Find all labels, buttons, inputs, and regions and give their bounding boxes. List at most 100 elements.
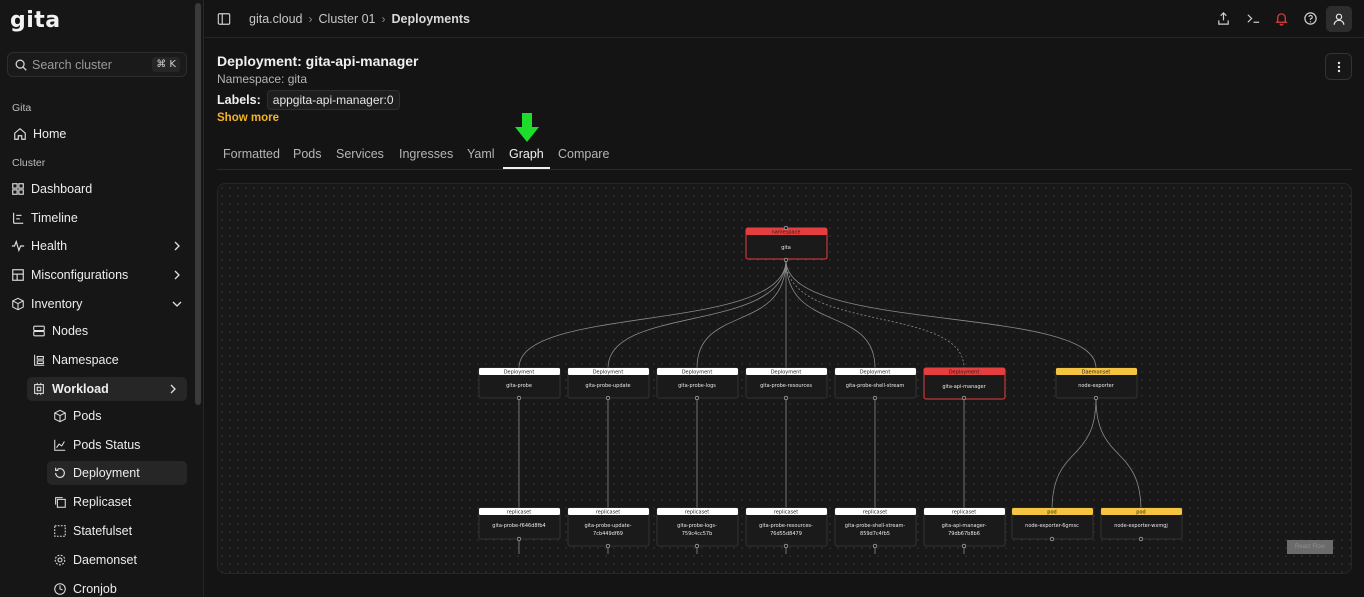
node-kind: replicaset	[507, 510, 531, 516]
node-label: gita-probe-shell-stream	[846, 383, 905, 389]
search-input[interactable]	[32, 57, 150, 72]
sidebar-item-deployment[interactable]: Deployment	[47, 461, 187, 485]
edge-namespace-gita-probe-update	[607, 259, 787, 369]
sidebar-item-label: Replicaset	[73, 495, 132, 509]
node-deployment-gita-probe-shell-stream[interactable]: Deployment gita-probe-shell-stream	[834, 367, 917, 401]
sidebar-item-label: Namespace	[52, 353, 119, 367]
node-replicaset-gita-probe-resources[interactable]: replicaset gita-probe-resources- 76d55d8…	[745, 507, 828, 549]
node-replicaset-gita-probe-logs[interactable]: replicaset gita-probe-logs- 759c4cc57b	[656, 507, 739, 549]
node-deployment-gita-probe-update[interactable]: Deployment gita-probe-update	[567, 367, 650, 401]
node-pod-node-exporter-6gmsc[interactable]: pod node-exporter-6gmsc	[1011, 507, 1094, 542]
chevron-right-icon: ›	[381, 12, 386, 26]
sidebar-item-namespace[interactable]: Namespace	[32, 348, 187, 372]
sidebar-item-health[interactable]: Health	[11, 234, 191, 258]
search-icon	[15, 59, 27, 71]
server-icon	[33, 325, 45, 337]
node-kind: pod	[1047, 510, 1056, 516]
graph-canvas[interactable]: namespace gita Deployment gita-probe Dep…	[218, 184, 1352, 574]
tab-services[interactable]: Services	[336, 147, 384, 161]
node-label: 859d7c4fb5	[860, 531, 890, 537]
node-label: gita-probe	[506, 383, 532, 389]
sidebar-item-pods-status[interactable]: Pods Status	[53, 433, 187, 457]
sidebar-item-label: Misconfigurations	[31, 268, 129, 282]
sidebar-item-label: Inventory	[31, 297, 83, 311]
dashboard-icon	[12, 183, 24, 195]
node-kind: pod	[1136, 510, 1145, 516]
breadcrumb-root[interactable]: gita.cloud	[249, 12, 303, 26]
cpu-icon	[34, 382, 44, 396]
node-deployment-gita-api-manager-selected[interactable]: Deployment gita-api-manager	[923, 367, 1006, 401]
node-label: node-exporter-6gmsc	[1025, 523, 1079, 529]
tab-formatted[interactable]: Formatted	[223, 147, 280, 161]
terminal-icon[interactable]	[1246, 11, 1261, 26]
tab-pods[interactable]: Pods	[293, 147, 322, 161]
sidebar-item-cronjob[interactable]: Cronjob	[53, 577, 187, 597]
labels-label: Labels:	[217, 93, 261, 107]
node-label: gita-probe-f646d8fb4	[492, 523, 545, 529]
node-deployment-gita-probe-resources[interactable]: Deployment gita-probe-resources	[745, 367, 828, 401]
node-kind: Deployment	[771, 370, 802, 376]
search-box[interactable]: ⌘ K	[7, 52, 187, 77]
graph-edges	[518, 259, 1142, 554]
tab-ingresses[interactable]: Ingresses	[399, 147, 454, 161]
tab-yaml[interactable]: Yaml	[467, 147, 495, 161]
node-namespace-gita[interactable]: namespace gita	[745, 225, 828, 263]
sidebar-group-cluster: Cluster	[12, 157, 46, 169]
sidebar-scrollbar[interactable]	[195, 3, 201, 405]
node-kind: replicaset	[596, 510, 620, 516]
node-kind: replicaset	[863, 510, 887, 516]
gear-icon	[54, 554, 66, 566]
react-flow-attribution[interactable]: React Flow	[1287, 540, 1333, 554]
node-label: gita	[781, 245, 791, 251]
node-label: gita-probe-update	[585, 383, 630, 389]
sidebar-item-workload[interactable]: Workload	[27, 377, 187, 401]
edge-namespace-gita-probe-shell-stream	[785, 259, 876, 369]
page-title: Deployment: gita-api-manager	[217, 53, 419, 69]
node-replicaset-gita-probe[interactable]: replicaset gita-probe-f646d8fb4	[478, 507, 561, 542]
sidebar-item-replicaset[interactable]: Replicaset	[53, 490, 187, 514]
node-label: 76d55d8479	[770, 531, 802, 537]
node-label: gita-api-manager-	[942, 523, 987, 529]
sidebar-item-label: Pods	[73, 409, 102, 423]
node-replicaset-gita-probe-shell-stream[interactable]: replicaset gita-probe-shell-stream- 859d…	[834, 507, 917, 549]
node-label: gita-probe-logs	[678, 383, 716, 389]
sidebar-item-pods[interactable]: Pods	[53, 404, 187, 428]
gita-logo[interactable]: gita	[10, 8, 61, 33]
node-replicaset-gita-probe-update[interactable]: replicaset gita-probe-update- 7cb449df69	[567, 507, 650, 549]
edge-namespace-gita-api-manager	[785, 259, 965, 369]
sidebar-item-statefulset[interactable]: Statefulset	[53, 519, 187, 543]
sidebar-item-home[interactable]: Home	[11, 122, 191, 146]
node-label: 759c4cc57b	[682, 531, 713, 537]
breadcrumb-current: Deployments	[391, 12, 471, 26]
chevron-right-icon	[174, 241, 180, 251]
sidebar-item-inventory[interactable]: Inventory	[11, 292, 191, 316]
user-icon	[1333, 13, 1345, 25]
node-daemonset-node-exporter[interactable]: Daemonset node-exporter	[1055, 367, 1138, 401]
top-bar: gita.cloud › Cluster 01 › Deployments	[205, 0, 1364, 38]
tab-compare[interactable]: Compare	[558, 147, 610, 161]
sidebar-item-misconfigurations[interactable]: Misconfigurations	[11, 263, 191, 287]
edge-namespace-gita-probe-logs	[696, 259, 787, 369]
upload-icon[interactable]	[1216, 11, 1231, 26]
tab-graph[interactable]: Graph	[503, 147, 550, 169]
user-menu-button[interactable]	[1326, 6, 1352, 32]
sidebar-item-nodes[interactable]: Nodes	[32, 319, 187, 343]
node-kind: replicaset	[685, 510, 709, 516]
node-replicaset-gita-api-manager[interactable]: replicaset gita-api-manager- 79db67b8b6	[923, 507, 1006, 549]
show-more-link[interactable]: Show more	[217, 112, 279, 124]
breadcrumb: gita.cloud › Cluster 01 › Deployments	[249, 12, 470, 26]
more-actions-button[interactable]	[1325, 53, 1352, 80]
node-deployment-gita-probe-logs[interactable]: Deployment gita-probe-logs	[656, 367, 739, 401]
sidebar-item-dashboard[interactable]: Dashboard	[11, 177, 191, 201]
help-icon[interactable]	[1303, 11, 1318, 26]
node-deployment-gita-probe[interactable]: Deployment gita-probe	[478, 367, 561, 401]
node-pod-node-exporter-wxmgj[interactable]: pod node-exporter-wxmgj	[1100, 507, 1183, 542]
sidebar-item-timeline[interactable]: Timeline	[11, 206, 191, 230]
resource-graph[interactable]: namespace gita Deployment gita-probe Dep…	[217, 183, 1352, 574]
bell-icon[interactable]	[1274, 11, 1289, 26]
namespace-text: Namespace: gita	[217, 72, 308, 86]
sidebar-item-daemonset[interactable]: Daemonset	[53, 548, 187, 572]
node-kind: Deployment	[504, 370, 535, 376]
sidebar-toggle-icon[interactable]	[217, 12, 231, 26]
breadcrumb-cluster[interactable]: Cluster 01	[318, 12, 376, 26]
